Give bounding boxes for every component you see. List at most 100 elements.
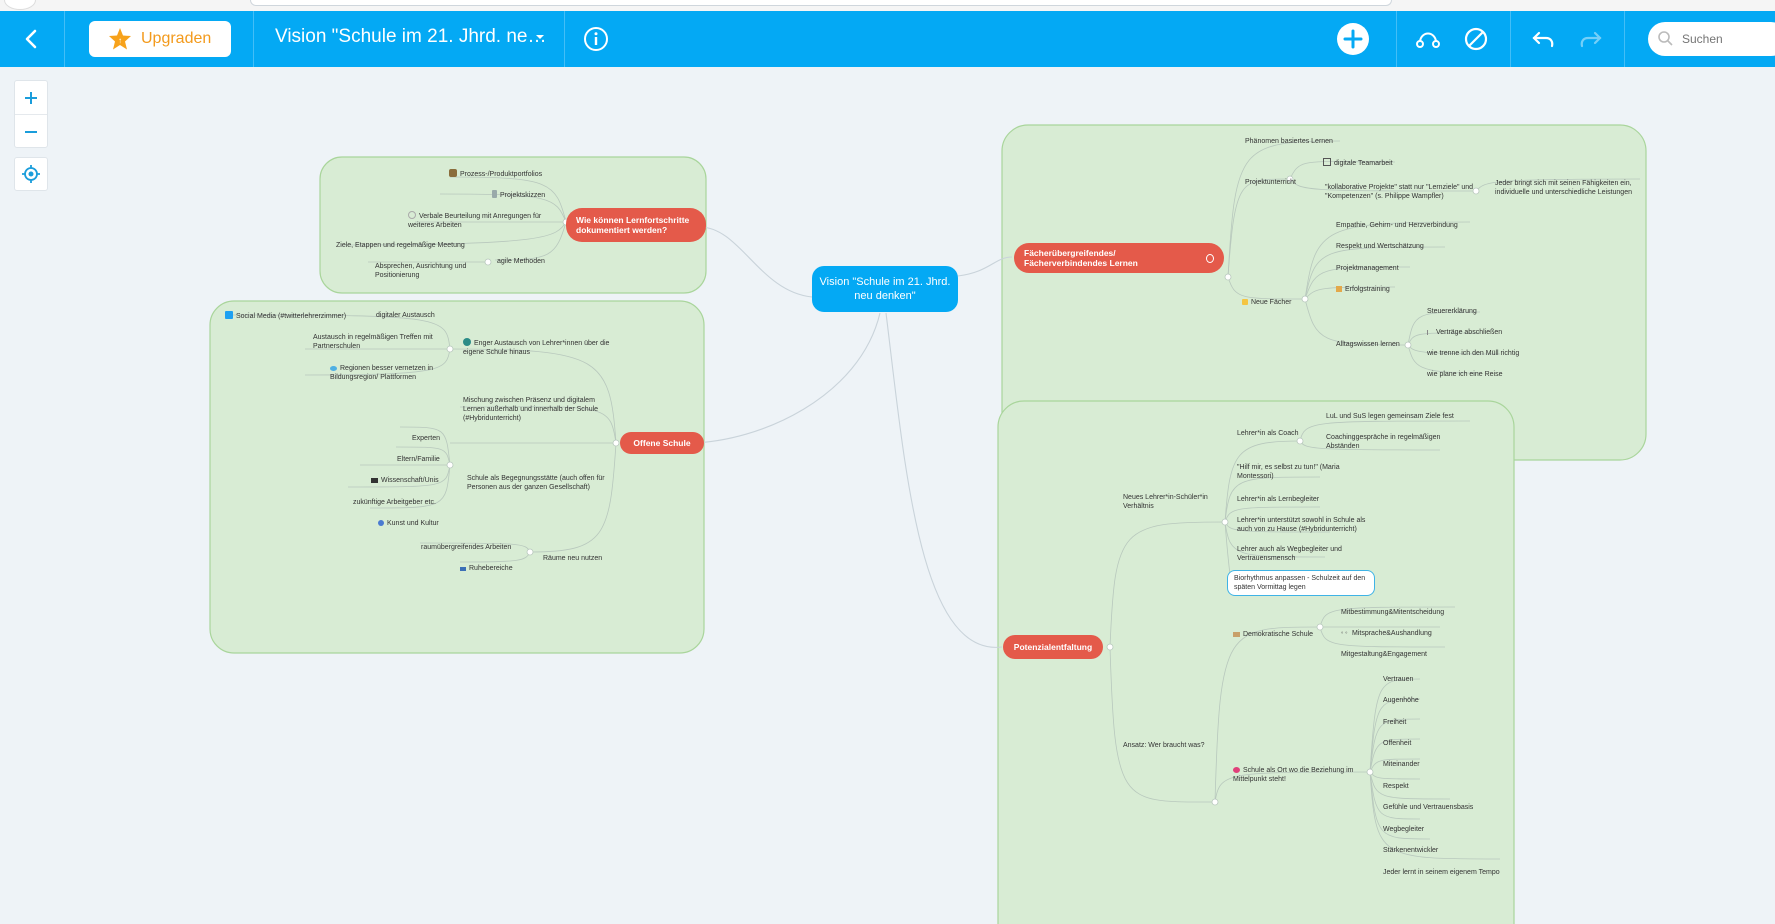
node[interactable]: Räume neu nutzen bbox=[543, 555, 603, 562]
node[interactable]: Lehrer*in als Lernbegleiter bbox=[1237, 496, 1320, 503]
branch-potenzialentfaltung[interactable]: Potenzialentfaltung bbox=[1003, 635, 1103, 659]
upgrade-button[interactable]: ↑ Upgraden bbox=[89, 21, 231, 57]
branch-offene-schule[interactable]: Offene Schule bbox=[620, 432, 704, 454]
node[interactable]: Demokratische Schule bbox=[1233, 630, 1313, 639]
divider bbox=[253, 11, 254, 67]
info-icon[interactable] bbox=[583, 26, 609, 52]
node[interactable]: Lehrer*in unterstützt sowohl in Schule a… bbox=[1237, 517, 1366, 533]
search-input[interactable] bbox=[1680, 31, 1764, 47]
map-canvas[interactable] bbox=[0, 67, 1775, 924]
node[interactable]: Schule als Ort wo die Beziehung im Mitte… bbox=[1233, 766, 1373, 784]
node[interactable]: Projektskizzen bbox=[492, 190, 545, 200]
plus-icon bbox=[1343, 29, 1363, 49]
node[interactable]: Schule als Begegnungsstätte (auch offen … bbox=[467, 475, 605, 491]
node[interactable]: wie trenne ich den Müll richtig bbox=[1427, 350, 1520, 357]
twitter-icon bbox=[225, 311, 233, 319]
map-title[interactable]: Vision "Schule im 21. Jhrd. ne… bbox=[275, 26, 547, 47]
back-icon[interactable] bbox=[18, 25, 46, 53]
node[interactable]: Eltern/Familie bbox=[397, 456, 440, 463]
node[interactable]: Freiheit bbox=[1383, 719, 1407, 726]
node-selected[interactable]: Biorhythmus anpassen - Schulzeit auf den… bbox=[1227, 570, 1375, 596]
redo-icon[interactable] bbox=[1576, 25, 1604, 53]
chevron-down-icon[interactable] bbox=[534, 29, 546, 45]
node[interactable]: Phänomen basiertes Lernen bbox=[1245, 138, 1333, 145]
node[interactable]: Respekt bbox=[1383, 783, 1409, 790]
branch-faecheruebergreifend[interactable]: Fächerübergreifendes/ Fächerverbindendes… bbox=[1014, 243, 1224, 273]
node[interactable]: Jeder bringt sich mit seinen Fähigkeiten… bbox=[1495, 180, 1632, 196]
undo-icon[interactable] bbox=[1530, 25, 1558, 53]
node[interactable]: Projektmanagement bbox=[1336, 265, 1399, 272]
node[interactable]: Offenheit bbox=[1383, 740, 1412, 747]
node[interactable]: Empathie, Gehirn- und Herzverbindung bbox=[1336, 222, 1458, 229]
node[interactable]: Absprechen, Ausrichtung und Positionieru… bbox=[375, 263, 467, 279]
node-label: Wissenschaft/Unis bbox=[381, 477, 439, 484]
node[interactable]: Social Media (#twitterlehrerzimmer) bbox=[225, 311, 346, 321]
node[interactable]: Stärkenentwickler bbox=[1383, 847, 1439, 854]
node[interactable]: LuL und SuS legen gemeinsam Ziele fest bbox=[1326, 413, 1454, 420]
zoom-in-icon bbox=[25, 91, 37, 104]
zoom-out-button[interactable] bbox=[15, 115, 47, 148]
node[interactable]: Ziele, Etappen und regelmäßige Meetung bbox=[336, 242, 465, 249]
node[interactable]: Kunst und Kultur bbox=[378, 519, 439, 528]
node[interactable]: Mitgestaltung&Engagement bbox=[1341, 651, 1427, 658]
edge-b2 bbox=[689, 312, 881, 444]
node[interactable]: Alltagswissen lernen bbox=[1336, 341, 1400, 348]
node[interactable]: Neues Lehrer*in-Schüler*in Verhältnis bbox=[1123, 494, 1208, 510]
node[interactable]: digitaler Austausch bbox=[376, 312, 435, 319]
node-label: digitale Teamarbeit bbox=[1334, 160, 1393, 167]
node[interactable]: Jeder lernt in seinem eigenem Tempo bbox=[1383, 869, 1500, 876]
node[interactable]: Wegbegleiter bbox=[1383, 826, 1425, 833]
cloud-icon bbox=[330, 366, 337, 371]
node[interactable]: Ansatz: Wer braucht was? bbox=[1123, 742, 1205, 749]
node[interactable]: Lehrer*in als Coach bbox=[1237, 430, 1299, 437]
node[interactable]: Wissenschaft/Unis bbox=[371, 476, 439, 485]
node[interactable]: digitale Teamarbeit bbox=[1323, 158, 1393, 168]
edge-b3 bbox=[957, 256, 1013, 277]
add-node-button[interactable] bbox=[1337, 23, 1369, 55]
bulb-icon bbox=[1242, 299, 1248, 305]
no-icon[interactable] bbox=[1462, 25, 1490, 53]
node[interactable]: Mitbestimmung&Mitentscheidung bbox=[1341, 609, 1445, 616]
node[interactable]: Respekt und Wertschätzung bbox=[1336, 243, 1424, 250]
node[interactable]: Regionen besser vernetzen in Bildungsreg… bbox=[330, 364, 455, 382]
search-icon bbox=[1658, 31, 1673, 46]
node-label: Enger Austausch von Lehrer*innen über di… bbox=[463, 340, 610, 356]
node[interactable]: Prozess-/Produktportfolios bbox=[449, 169, 542, 179]
node[interactable]: Vertrauen bbox=[1383, 676, 1414, 683]
search-box[interactable] bbox=[1648, 22, 1775, 56]
locate-button[interactable] bbox=[14, 157, 48, 191]
node[interactable]: wie plane ich eine Reise bbox=[1427, 371, 1503, 378]
node[interactable]: Miteinander bbox=[1383, 761, 1420, 768]
divider bbox=[1624, 11, 1625, 67]
node[interactable]: Ruhebereiche bbox=[460, 564, 513, 573]
node[interactable]: Verträge abschließen bbox=[1427, 328, 1502, 337]
node[interactable]: Steuererklärung bbox=[1427, 308, 1477, 315]
browser-button[interactable] bbox=[4, 0, 36, 10]
node[interactable]: zukünftige Arbeitgeber etc. bbox=[353, 499, 436, 506]
node[interactable]: "kollaborative Projekte" statt nur "Lern… bbox=[1325, 184, 1474, 200]
node[interactable]: "Hilf mir, es selbst zu tun!" (Maria Mon… bbox=[1237, 464, 1340, 480]
zoom-in-button[interactable] bbox=[15, 81, 47, 115]
node[interactable]: Lehrer auch als Wegbegleiter und Vertrau… bbox=[1237, 546, 1342, 562]
graduation-cap-icon bbox=[371, 478, 378, 483]
node[interactable]: Erfolgstraining bbox=[1336, 285, 1390, 294]
node[interactable]: Austausch in regelmäßigen Treffen mit Pa… bbox=[313, 334, 433, 350]
node[interactable]: raumübergreifendes Arbeiten bbox=[421, 544, 512, 551]
connect-icon[interactable] bbox=[1414, 25, 1442, 53]
node[interactable]: Gefühle und Vertrauensbasis bbox=[1383, 804, 1474, 811]
node[interactable]: agile Methoden bbox=[497, 258, 545, 265]
node[interactable]: Augenhöhe bbox=[1383, 697, 1419, 704]
branch-lernfortschritte[interactable]: Wie können Lernfortschritte dokumentiert… bbox=[566, 208, 706, 242]
address-bar[interactable] bbox=[250, 0, 1392, 6]
node[interactable]: Enger Austausch von Lehrer*innen über di… bbox=[463, 338, 611, 357]
central-topic[interactable]: Vision "Schule im 21. Jhrd. neu denken" bbox=[812, 266, 958, 312]
node[interactable]: Projektunterricht bbox=[1245, 179, 1296, 186]
divider bbox=[1396, 11, 1397, 67]
edge-b4 bbox=[885, 312, 1003, 648]
node[interactable]: Coachinggespräche in regelmäßigen Abstän… bbox=[1326, 434, 1441, 450]
node[interactable]: Mischung zwischen Präsenz und digitalem … bbox=[463, 397, 599, 422]
node[interactable]: Verbale Beurteilung mit Anregungen für w… bbox=[408, 211, 558, 230]
node[interactable]: Neue Fächer bbox=[1242, 298, 1291, 307]
node[interactable]: Experten bbox=[412, 435, 441, 442]
node[interactable]: ° °Mitsprache&Aushandlung bbox=[1341, 629, 1432, 638]
